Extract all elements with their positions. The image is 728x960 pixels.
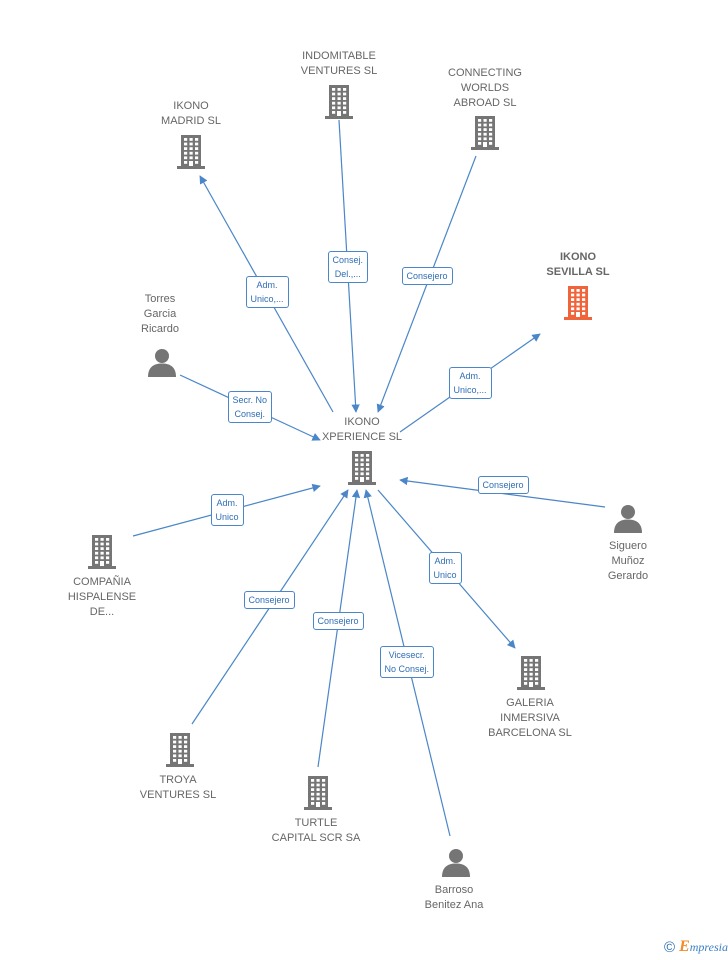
- edge-label-siguero-center[interactable]: Consejero: [477, 476, 529, 494]
- footer-brand: © Empresia: [664, 938, 728, 956]
- building-icon-center[interactable]: [346, 450, 378, 491]
- node-label-center[interactable]: IKONO XPERIENCE SL: [321, 416, 403, 443]
- node-label-indomitable[interactable]: INDOMITABLE VENTURES SL: [300, 50, 378, 77]
- node-label-connecting[interactable]: CONNECTING WORLDS ABROAD SL: [448, 66, 522, 109]
- node-label-siguero[interactable]: Siguero Muñoz Gerardo: [607, 539, 649, 582]
- person-icon-torres[interactable]: [147, 347, 177, 382]
- building-icon-sevilla[interactable]: [562, 285, 594, 326]
- edge-label-center-galeria[interactable]: Adm. Unico: [428, 552, 462, 584]
- building-icon-troya[interactable]: [164, 732, 196, 773]
- copyright-icon: ©: [664, 938, 676, 956]
- node-label-madrid[interactable]: IKONO MADRID SL: [161, 100, 221, 127]
- edge-label-connecting-center[interactable]: Consejero: [401, 267, 453, 285]
- node-label-torres[interactable]: Torres Garcia Ricardo: [141, 292, 179, 335]
- node-label-galeria[interactable]: GALERIA INMERSIVA BARCELONA SL: [488, 696, 572, 739]
- edge-label-indomitable-center[interactable]: Consej. Del.,...: [327, 251, 369, 283]
- node-label-compania[interactable]: COMPAÑIA HISPALENSE DE...: [67, 575, 137, 618]
- edge-label-torres-center[interactable]: Secr. No Consej.: [227, 391, 273, 423]
- building-icon-indomitable[interactable]: [323, 84, 355, 125]
- building-icon-madrid[interactable]: [175, 134, 207, 175]
- person-icon-barroso[interactable]: [441, 847, 471, 882]
- building-icon-galeria[interactable]: [515, 655, 547, 696]
- node-label-sevilla[interactable]: IKONO SEVILLA SL: [546, 251, 610, 278]
- edge-label-barroso-center[interactable]: Vicesecr. No Consej.: [379, 646, 435, 678]
- edge-label-center-madrid[interactable]: Adm. Unico,...: [245, 276, 289, 308]
- node-label-turtle[interactable]: TURTLE CAPITAL SCR SA: [271, 817, 361, 844]
- edge-label-turtle-center[interactable]: Consejero: [312, 612, 364, 630]
- node-label-troya[interactable]: TROYA VENTURES SL: [139, 774, 217, 801]
- building-icon-turtle[interactable]: [302, 775, 334, 816]
- edge-label-center-sevilla[interactable]: Adm. Unico,...: [448, 367, 492, 399]
- building-icon-compania[interactable]: [86, 534, 118, 575]
- edge-label-compania-center[interactable]: Adm. Unico: [210, 494, 244, 526]
- edge-label-troya-center[interactable]: Consejero: [243, 591, 295, 609]
- person-icon-siguero[interactable]: [613, 503, 643, 538]
- brand-logo[interactable]: Empresia: [679, 938, 728, 955]
- node-label-barroso[interactable]: Barroso Benitez Ana: [424, 884, 484, 911]
- building-icon-connecting[interactable]: [469, 115, 501, 156]
